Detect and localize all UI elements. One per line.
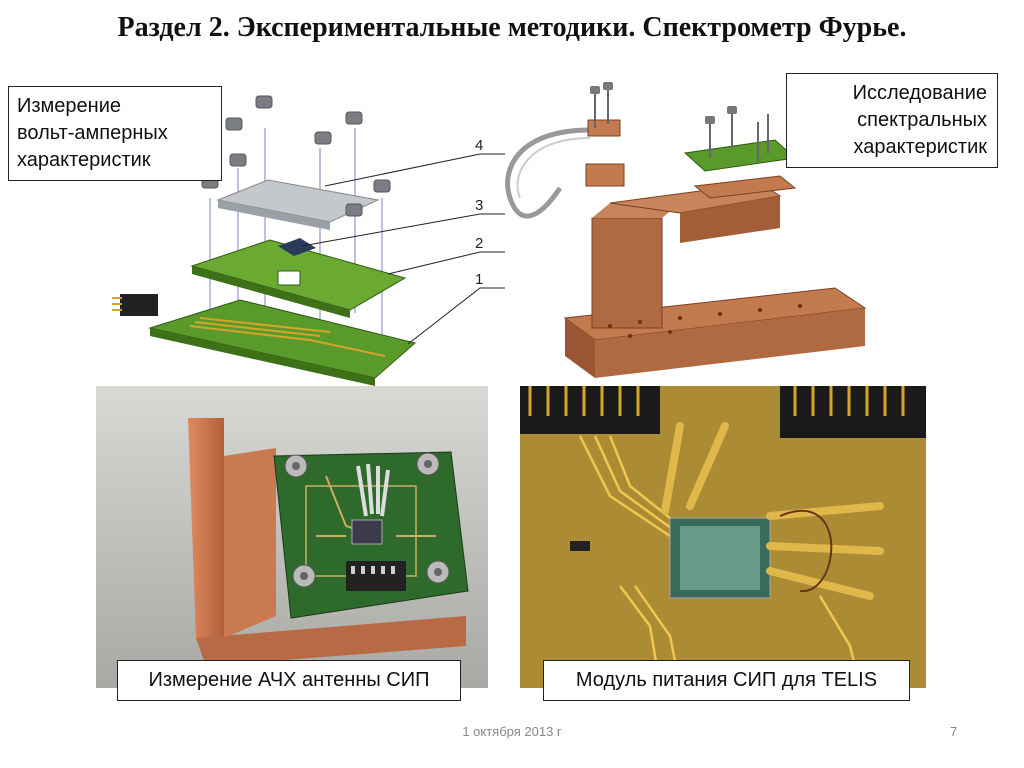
iv-caption-line-2: вольт-амперных [17, 122, 168, 144]
power-module-caption: Модуль питания СИП для TELIS [543, 660, 910, 701]
iv-measurement-caption: Измерение вольт-амперных характеристик [8, 86, 222, 181]
iv-caption-line-3: характеристик [17, 149, 151, 171]
slide-date: 1 октября 2013 г [462, 724, 562, 739]
spectral-caption-line-1: Исследование [852, 82, 987, 104]
afc-measurement-caption: Измерение АЧХ антенны СИП [117, 660, 461, 701]
power-module-photo [520, 386, 926, 688]
iv-caption-line-1: Измерение [17, 95, 122, 117]
label-4: 4 [475, 137, 483, 154]
exploded-assembly-drawing: 4 3 2 1 [112, 95, 505, 386]
antenna-holder-photo [96, 386, 488, 688]
copper-holder-drawing [505, 82, 867, 378]
spectral-study-caption: Исследование спектральных характеристик [786, 73, 998, 168]
label-1: 1 [475, 271, 483, 288]
label-3: 3 [475, 197, 483, 214]
spectral-caption-line-2: спектральных [857, 109, 987, 131]
label-2: 2 [475, 235, 483, 252]
slide-title: Раздел 2. Экспериментальные методики. Сп… [117, 12, 907, 43]
spectral-caption-line-3: характеристик [853, 136, 987, 158]
page-number: 7 [950, 724, 958, 739]
